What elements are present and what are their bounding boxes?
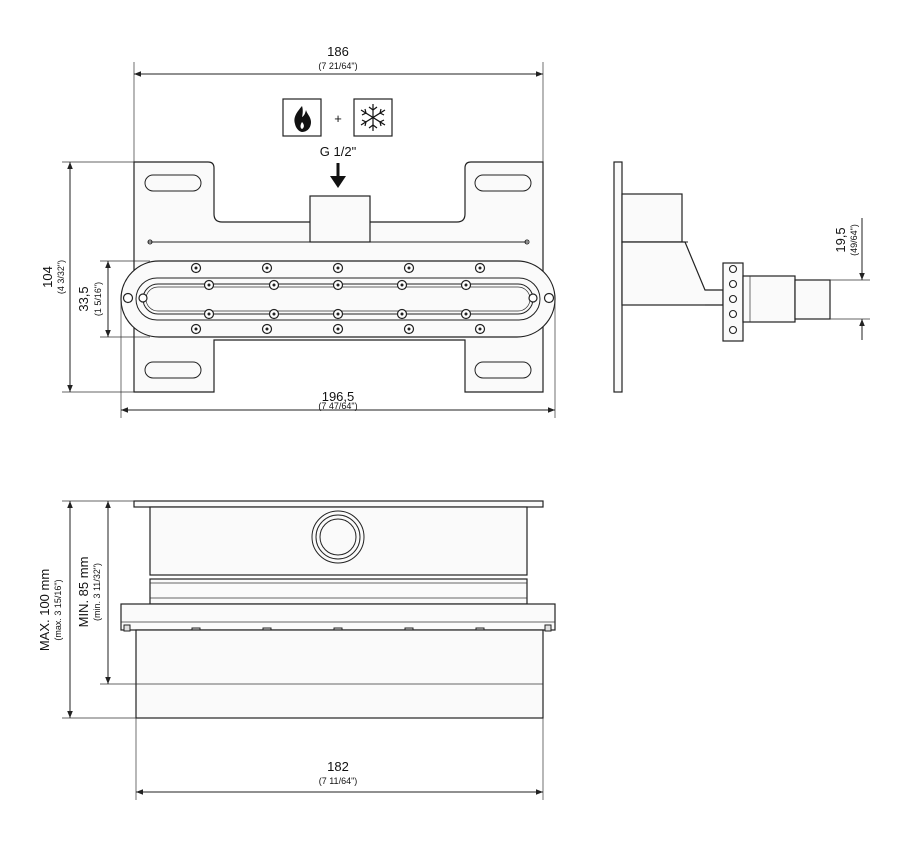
dim-top-width-value: 186 [327,44,349,59]
bottom-body [149,506,528,576]
front-view: 186 (7 21/64") + G 1/2" [40,44,556,418]
bottom-sleeve [135,629,544,719]
inlet-arrow-icon [330,163,346,188]
dim-inner-height-value: 33,5 [76,286,91,311]
dim-side-offset-value: 19,5 [833,227,848,252]
flange-screws [122,262,555,335]
dim-height-sub: (4 3/32") [56,260,66,294]
dim-height-value: 104 [40,266,55,288]
bottom-view: MAX. 100 mm (max. 3 15/16") MIN. 85 mm (… [37,500,556,800]
snowflake-icon [353,98,393,137]
side-plate [613,161,623,393]
plus-label: + [334,111,342,126]
thread-label: G 1/2" [320,144,357,159]
bottom-top-plate [133,500,544,508]
side-body [621,241,724,306]
bottom-flange [120,603,556,631]
dim-overall-width-value: 196,5 [322,389,355,404]
mounting-slot [474,361,532,379]
side-view: 19,5 (49/64") [613,161,870,393]
dim-min-depth-sub: (min. 3 11/32") [92,563,102,621]
dim-side-offset-sub: (49/64") [849,224,859,256]
mounting-slot [144,174,202,192]
dim-min-depth-value: MIN. 85 mm [76,557,91,628]
side-inlet-block [621,193,683,243]
mounting-slot [144,361,202,379]
flame-icon [282,98,322,137]
mounting-slot [474,174,532,192]
dim-inner-height-sub: (1 5/16") [93,282,103,316]
side-spout-tip [794,279,831,320]
dim-overall-width-sub: (7 47/64") [318,401,357,411]
inlet-block [309,195,371,243]
side-spout [742,275,796,323]
dim-bottom-width-value: 182 [327,759,349,774]
dim-bottom-width-sub: (7 11/64") [319,776,358,786]
dim-max-depth-sub: (max. 3 15/16") [53,579,63,640]
dim-max-depth-value: MAX. 100 mm [37,569,52,651]
flange [120,260,556,338]
dim-top-width-sub: (7 21/64") [318,61,357,71]
